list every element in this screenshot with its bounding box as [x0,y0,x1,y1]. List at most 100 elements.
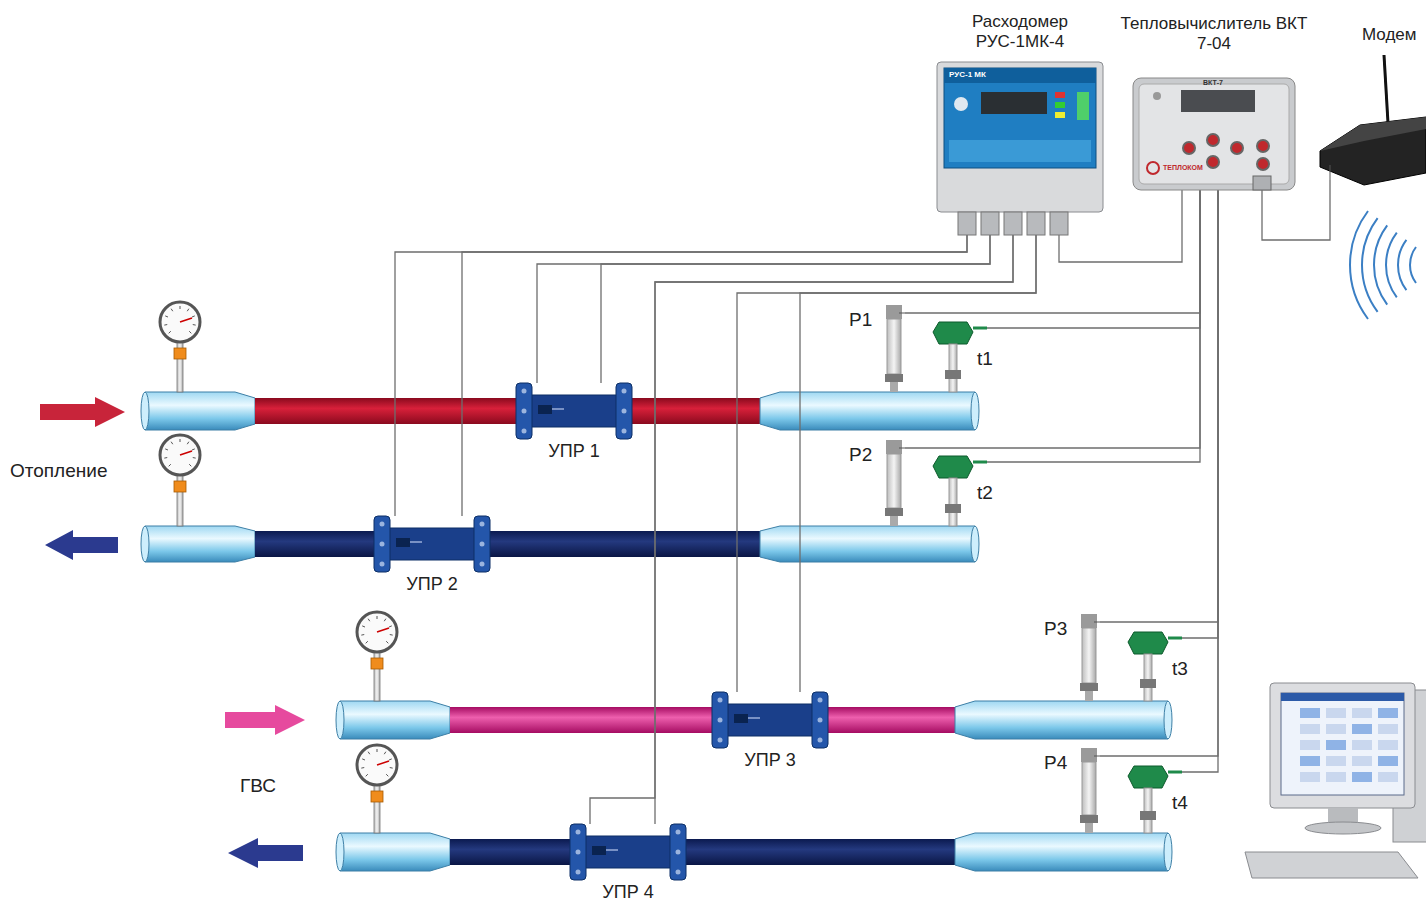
sensor-stem [1144,788,1152,833]
sensor-stem [1085,691,1093,701]
radio-wave [1374,225,1387,304]
gauge-tick [187,309,189,311]
pipe-cap [141,526,149,562]
status-led [1153,92,1161,100]
gauge-fitting [174,481,186,492]
device-drawing [1133,78,1295,190]
screen-cell [1326,740,1346,750]
window-bar [1281,693,1404,701]
device-drawing [883,305,905,392]
flowmeter: Расходомер РУС-1МК-4РУС-1 МК [937,62,1103,235]
monitor [1270,683,1415,808]
gauge-needle [377,628,389,632]
sensor-stem [949,344,957,392]
radio-wave [1398,240,1406,290]
device-label: P3 [1044,618,1067,641]
flange [812,692,828,748]
bolt [576,850,581,855]
front-panel [944,68,1096,168]
device-drawing [370,516,494,572]
bolt [380,562,385,567]
gauge-tick [390,634,393,636]
gauge-tick [361,634,364,636]
computer [1245,683,1426,878]
bolt [480,562,485,567]
keypad [1077,92,1089,120]
gauge-tick [361,767,364,769]
screen-cell [1326,756,1346,766]
meter-body [584,836,672,868]
pressure-sensor: P2 [883,440,905,526]
radio-wave [1350,211,1368,319]
cable-stub [899,448,905,449]
screen-cell [1326,724,1346,734]
gauge-tick [192,449,195,450]
cable-stub [899,313,905,314]
gauge-tick [366,641,368,643]
flange [616,383,632,439]
meter-housing [937,62,1103,212]
display [1181,90,1255,112]
pipe-cap [971,526,979,562]
sensor-body [887,454,901,508]
pipe-end [340,833,450,871]
bolt [576,830,581,835]
gauge-tick [169,464,171,466]
bolt [522,429,527,434]
pipe-cap [1164,701,1172,739]
device-label: t2 [977,482,993,505]
gauge-tick [192,316,195,317]
gauge-tick [377,616,378,619]
gauge-tick [193,457,196,459]
gauge-tick [171,309,173,311]
pipe-end [760,392,975,430]
bolt [818,698,823,703]
modem-top [1320,117,1426,151]
sensor-nut [1080,683,1098,691]
sensor-body [1082,762,1096,815]
device-drawing [937,62,1103,235]
device-drawing [708,692,832,748]
device-label: Расходомер РУС-1МК-4 [950,12,1090,53]
flange [374,516,390,572]
device-label: УПР 1 [512,441,636,463]
monitor-screen [1281,693,1404,795]
bolt [380,542,385,547]
cable-stub [1168,771,1182,774]
bolt [676,870,681,875]
gauge-needle [180,451,192,455]
gauge-dial [357,612,397,652]
device-drawing [883,440,905,526]
device-marking: ТЕПЛОКОМ [1163,164,1203,172]
gauge-needle [377,761,389,765]
device-drawing [1078,614,1100,701]
sensor-head [933,456,973,478]
sensor-head [1128,632,1168,654]
gauge-tick [169,331,171,333]
bolt [380,522,385,527]
pressure-gauge [357,745,397,833]
bolt [480,542,485,547]
flow-transducer: УПР 4 [566,824,690,880]
radio-wave [1410,247,1416,283]
pressure-gauge [160,435,200,526]
gauge-tick [362,759,365,760]
pipe-end [955,833,1168,871]
signal-cable [462,235,967,516]
pipe-end [955,701,1168,739]
bolt [818,738,823,743]
cable-stub [973,461,987,464]
heat-calculator: Тепловычислитель ВКТ 7-04ВКТ-7ТЕПЛОКОМ [1133,78,1295,190]
monitor-base [1305,822,1381,834]
sensor-nut [1140,811,1156,820]
screen-cell [1378,724,1398,734]
gauge-tick [180,439,181,442]
indicator [1055,92,1065,98]
flow-arrow [45,530,118,560]
cable-gland [958,212,976,235]
button [1207,134,1219,146]
gauge-needle [180,318,192,322]
pipe-end [760,526,975,562]
pipe-cap [141,392,149,430]
cable-stub [1168,637,1182,640]
